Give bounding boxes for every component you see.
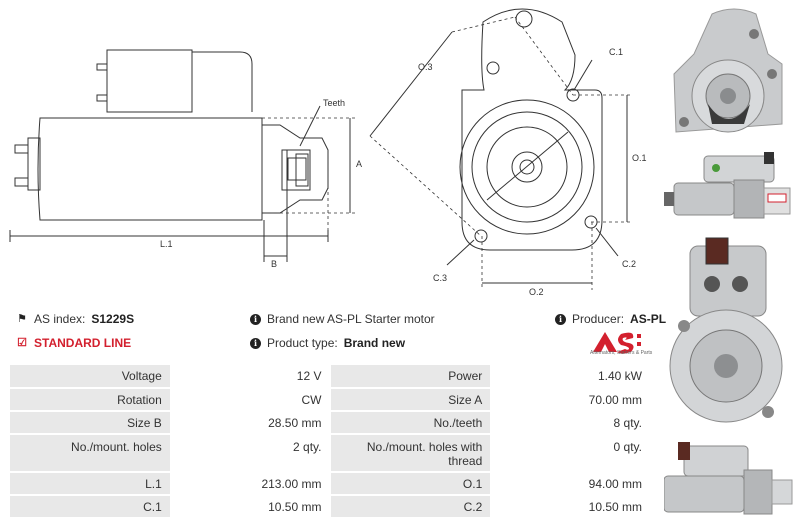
front-flange-outline [461,8,603,251]
product-description: i Brand new AS-PL Starter motor [250,312,435,326]
dimension-b-label: B [271,259,277,269]
dimension-o1-label: O.1 [632,153,647,163]
table-row: Voltage 12 V Power 1.40 kW [10,365,652,389]
dimension-c3-label: C.3 [433,273,447,283]
product-type-value: Brand new [343,336,406,350]
motor-body-outline [37,117,263,221]
table-row: No./mount. holes 2 qty. No./mount. holes… [10,434,652,473]
dimension-a-label: A [356,159,362,169]
solenoid-outline [106,49,193,113]
table-row: Rotation CW Size A 70.00 mm [10,388,652,412]
producer: i Producer: AS-PL [555,312,666,326]
dimension-c2-label: C.2 [622,259,636,269]
dimension-o2-label: O.2 [529,287,544,297]
table-row: L.1 213.00 mm O.1 94.00 mm [10,472,652,496]
product-photo-bottom [663,440,796,522]
checkbox-icon: ☑ [17,337,27,349]
mount-hole-c3 [474,229,488,243]
as-pl-logo [593,332,641,354]
product-photo-angle [664,236,796,434]
product-photo-side [664,148,796,233]
teeth-label: Teeth [323,98,345,108]
info-icon: i [250,337,261,349]
specs-table: Voltage 12 V Power 1.40 kW Rotation CW S… [10,365,652,519]
product-photo-front [664,4,796,144]
as-index-value: S1229S [91,312,135,326]
info-icon: i [250,313,261,325]
table-row: C.1 10.50 mm C.2 10.50 mm [10,495,652,519]
line-label: STANDARD LINE [34,336,132,350]
producer-value: AS-PL [630,312,667,326]
dimension-o3-label: O.3 [418,62,433,72]
dimension-c1-label: C.1 [609,47,623,57]
info-icon: i [555,313,566,325]
product-line: ☑ STANDARD LINE [16,336,131,350]
dimension-l1-label: L.1 [160,239,173,249]
technical-drawing: Teeth A B L.1 O.3 O.1 O.2 C.1 C.2 C. [9,8,647,297]
table-row: Size B 28.50 mm No./teeth 8 qty. [10,411,652,435]
as-index: ⚑ AS index: S1229S [17,312,135,326]
logo-subtitle: Alternators, Starters & Parts [590,350,653,356]
product-type: i Product type: Brand new [250,336,405,350]
tag-icon: ⚑ [17,313,27,325]
